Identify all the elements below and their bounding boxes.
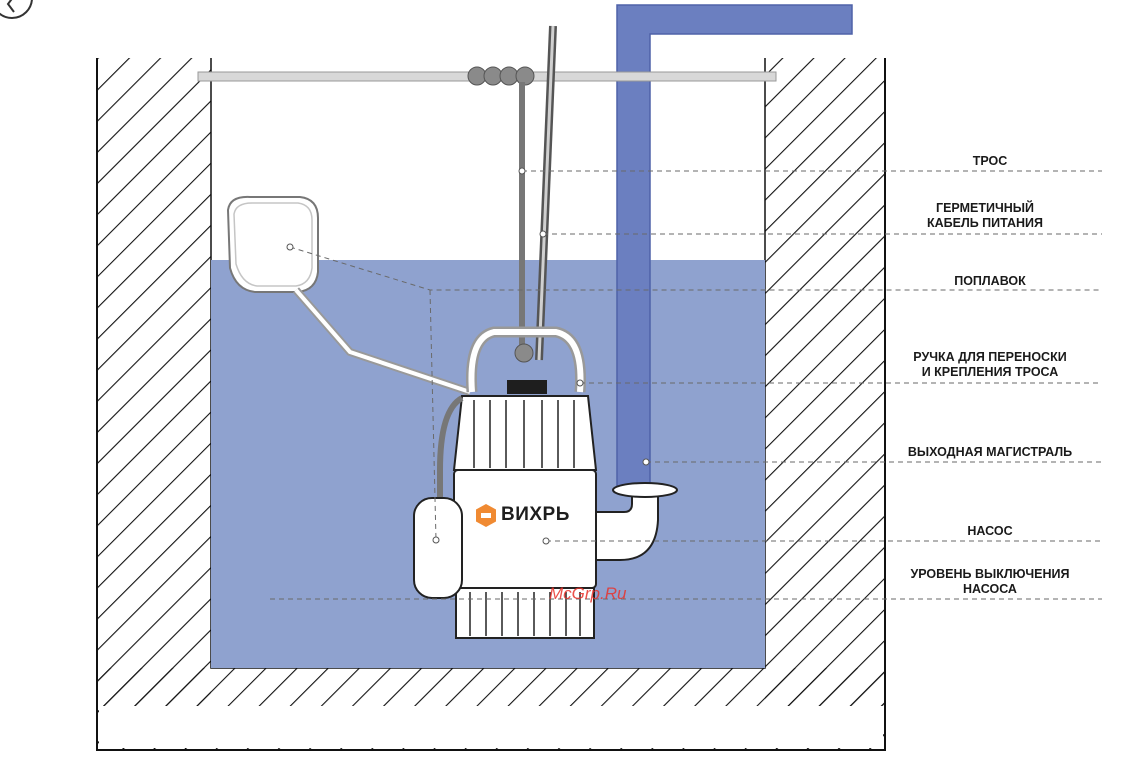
brand-name: ВИХРЬ [501,504,570,525]
pump [413,326,678,639]
label-float-text: ПОПЛАВОК [954,274,1026,288]
vikhr-logo-icon [476,504,496,527]
label-cable: ГЕРМЕТИЧНЫЙ КАБЕЛЬ ПИТАНИЯ [910,201,1060,231]
label-handle: РУЧКА ДЛЯ ПЕРЕНОСКИ И КРЕПЛЕНИЯ ТРОСА [890,350,1090,380]
label-float: ПОПЛАВОК [930,274,1050,289]
label-level-line2: НАСОСА [963,582,1017,596]
label-handle-line1: РУЧКА ДЛЯ ПЕРЕНОСКИ [913,350,1067,364]
label-level: УРОВЕНЬ ВЫКЛЮЧЕНИЯ НАСОСА [890,567,1090,597]
watermark: McGrp.Ru [549,584,627,603]
back-arrow-circle-icon[interactable] [0,0,33,19]
label-pump: НАСОС [930,524,1050,539]
label-level-line1: УРОВЕНЬ ВЫКЛЮЧЕНИЯ [910,567,1070,581]
label-pump-text: НАСОС [967,524,1013,538]
leader-lines [270,170,1102,600]
label-outlet-text: ВЫХОДНАЯ МАГИСТРАЛЬ [907,445,1073,459]
label-outlet: ВЫХОДНАЯ МАГИСТРАЛЬ [890,445,1090,460]
cable-coil [467,66,535,86]
leader-dots [286,167,650,545]
label-handle-line2: И КРЕПЛЕНИЯ ТРОСА [921,365,1059,379]
label-cable-line2: КАБЕЛЬ ПИТАНИЯ [926,216,1044,230]
label-cable-line1: ГЕРМЕТИЧНЫЙ [936,201,1034,215]
label-tros-text: ТРОС [972,154,1008,168]
float-switch [226,195,472,396]
label-tros: ТРОС [930,154,1050,169]
